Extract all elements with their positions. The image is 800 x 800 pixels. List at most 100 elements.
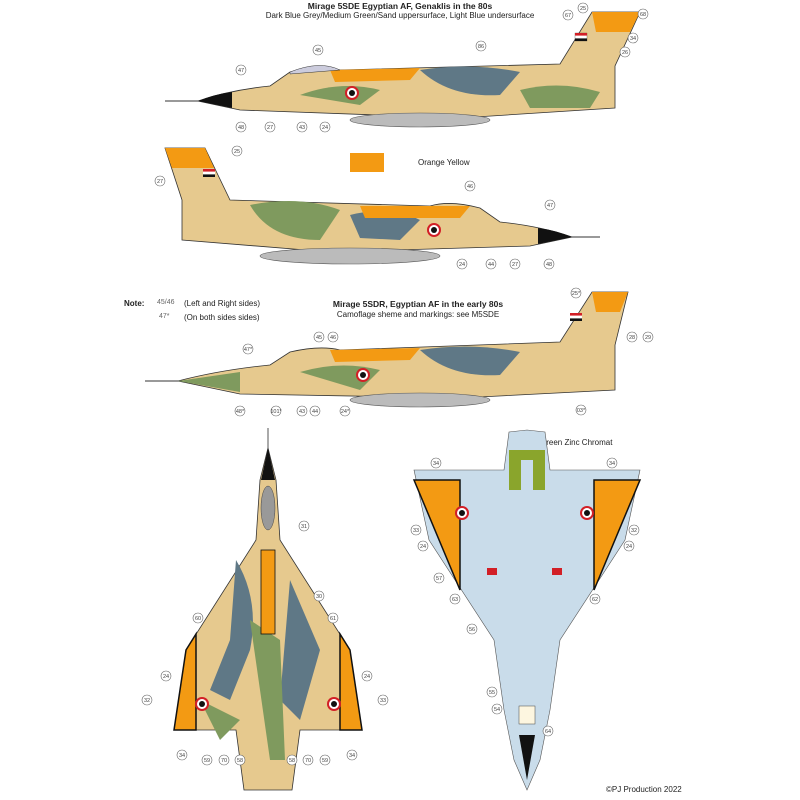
callout-bottom-56: 56 bbox=[466, 623, 478, 635]
callout-side3-03-star: 03* bbox=[575, 404, 587, 416]
callout-bottom-33: 33 bbox=[410, 524, 422, 536]
callout-top-31: 31 bbox=[298, 520, 310, 532]
callout-top-33: 33 bbox=[377, 694, 389, 706]
callout-side2-25: 25 bbox=[231, 145, 243, 157]
svg-text:48: 48 bbox=[238, 125, 244, 131]
bottom-view bbox=[412, 429, 642, 791]
callout-side1-68: 68 bbox=[637, 8, 649, 20]
svg-text:45: 45 bbox=[316, 335, 322, 341]
svg-text:70: 70 bbox=[221, 758, 227, 764]
svg-text:33: 33 bbox=[380, 698, 386, 704]
callout-top-32: 32 bbox=[141, 694, 153, 706]
callout-side3-48-star: 48* bbox=[234, 405, 246, 417]
callout-top-70: 70 bbox=[218, 754, 230, 766]
callout-side3-28: 28 bbox=[626, 331, 638, 343]
svg-text:47: 47 bbox=[238, 68, 244, 74]
callout-top-58: 58 bbox=[286, 754, 298, 766]
callout-side3-43: 43 bbox=[296, 405, 308, 417]
svg-text:25*: 25* bbox=[572, 291, 581, 297]
top-view bbox=[173, 428, 363, 791]
note-text-2: (On both sides sides) bbox=[184, 313, 260, 322]
scheme2-title: Mirage 5SDR, Egyptian AF in the early 80… bbox=[332, 299, 504, 309]
callout-top-24: 24 bbox=[361, 670, 373, 682]
callout-side3-47-star: 47* bbox=[242, 343, 254, 355]
svg-text:59: 59 bbox=[204, 758, 210, 764]
svg-text:70: 70 bbox=[305, 758, 311, 764]
callout-side1-27: 27 bbox=[264, 121, 276, 133]
svg-text:101*: 101* bbox=[270, 409, 282, 415]
svg-text:44: 44 bbox=[488, 262, 494, 268]
callout-side1-67: 67 bbox=[562, 9, 574, 21]
callout-top-24: 24 bbox=[160, 670, 172, 682]
note-heading: Note: bbox=[124, 299, 145, 308]
svg-text:33: 33 bbox=[413, 528, 419, 534]
callout-bottom-24: 24 bbox=[417, 540, 429, 552]
svg-text:48*: 48* bbox=[236, 409, 245, 415]
callout-bottom-24: 24 bbox=[623, 540, 635, 552]
callout-side3-46: 46 bbox=[327, 331, 339, 343]
svg-text:24: 24 bbox=[322, 125, 328, 131]
callout-side3-29: 29 bbox=[642, 331, 654, 343]
svg-text:03*: 03* bbox=[577, 408, 586, 414]
svg-text:55: 55 bbox=[489, 690, 495, 696]
svg-text:61: 61 bbox=[330, 616, 336, 622]
side-view-5sdr bbox=[145, 291, 629, 408]
note-marker-2: 47* bbox=[159, 313, 170, 320]
svg-text:47: 47 bbox=[547, 203, 553, 209]
svg-text:58: 58 bbox=[289, 758, 295, 764]
callout-top-59: 59 bbox=[319, 754, 331, 766]
svg-text:24: 24 bbox=[163, 674, 169, 680]
callout-top-34: 34 bbox=[176, 749, 188, 761]
svg-text:44: 44 bbox=[312, 409, 318, 415]
callout-bottom-55: 55 bbox=[486, 686, 498, 698]
svg-text:67: 67 bbox=[565, 13, 571, 19]
svg-text:34: 34 bbox=[609, 461, 615, 467]
svg-text:34: 34 bbox=[630, 36, 636, 42]
callout-side2-47: 47 bbox=[544, 199, 556, 211]
callout-bottom-32: 32 bbox=[628, 524, 640, 536]
svg-text:54: 54 bbox=[494, 707, 500, 713]
svg-text:62: 62 bbox=[592, 597, 598, 603]
svg-text:47*: 47* bbox=[244, 347, 253, 353]
callout-side1-26: 26 bbox=[619, 46, 631, 58]
callout-side1-45: 45 bbox=[312, 44, 324, 56]
svg-text:34: 34 bbox=[179, 753, 185, 759]
callout-bottom-54: 54 bbox=[491, 703, 503, 715]
callout-side3-44: 44 bbox=[309, 405, 321, 417]
copyright: ©PJ Production 2022 bbox=[606, 785, 682, 794]
callout-side2-27: 27 bbox=[509, 258, 521, 270]
callout-top-61: 61 bbox=[327, 612, 339, 624]
side-view-5sde-right bbox=[164, 147, 600, 265]
svg-text:24: 24 bbox=[459, 262, 465, 268]
callout-bottom-34: 34 bbox=[606, 457, 618, 469]
svg-text:43: 43 bbox=[299, 409, 305, 415]
svg-text:63: 63 bbox=[452, 597, 458, 603]
svg-text:29: 29 bbox=[645, 335, 651, 341]
svg-text:34: 34 bbox=[349, 753, 355, 759]
callout-side2-24: 24 bbox=[456, 258, 468, 270]
svg-text:60: 60 bbox=[195, 616, 201, 622]
callout-side1-34: 34 bbox=[627, 32, 639, 44]
callout-side1-43: 43 bbox=[296, 121, 308, 133]
callout-side1-47: 47 bbox=[235, 64, 247, 76]
scheme1-title: Mirage 5SDE Egyptian AF, Genaklis in the… bbox=[307, 1, 493, 11]
svg-text:59: 59 bbox=[322, 758, 328, 764]
svg-text:86: 86 bbox=[478, 44, 484, 50]
svg-text:32: 32 bbox=[631, 528, 637, 534]
svg-text:28: 28 bbox=[629, 335, 635, 341]
callout-top-70: 70 bbox=[302, 754, 314, 766]
svg-text:26: 26 bbox=[622, 50, 628, 56]
callout-top-60: 60 bbox=[192, 612, 204, 624]
callout-bottom-63: 63 bbox=[449, 593, 461, 605]
svg-text:31: 31 bbox=[301, 524, 307, 530]
svg-text:24: 24 bbox=[364, 674, 370, 680]
svg-text:30: 30 bbox=[316, 594, 322, 600]
svg-text:57: 57 bbox=[436, 576, 442, 582]
callout-bottom-64: 64 bbox=[542, 725, 554, 737]
callout-side3-25-star: 25* bbox=[570, 287, 582, 299]
scheme1-subtitle: Dark Blue Grey/Medium Green/Sand uppersu… bbox=[265, 11, 535, 20]
svg-text:45: 45 bbox=[315, 48, 321, 54]
svg-text:43: 43 bbox=[299, 125, 305, 131]
